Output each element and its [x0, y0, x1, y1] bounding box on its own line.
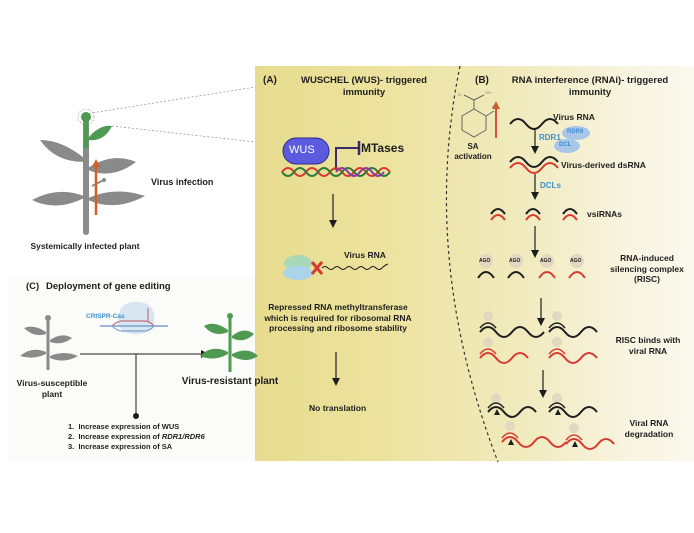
panel-ab-background [255, 66, 694, 461]
dsrna-icon [509, 156, 559, 174]
zoom-lines [84, 86, 256, 143]
infected-plant-label: Systemically infected plant [30, 241, 140, 251]
virus-rna-wave [509, 118, 559, 130]
resistant-plant-label: Virus-resistant plant [181, 376, 279, 387]
risc-binding-row [479, 311, 598, 364]
step-num: 2. [68, 432, 75, 441]
crispr-cas-label: CRISPR-Cas [86, 313, 125, 320]
step-text: Increase expression of SA [78, 442, 173, 451]
ago-label-1: AGO [479, 258, 491, 264]
ribosome-icon [283, 255, 313, 280]
resistant-plant-icon [200, 313, 258, 372]
sa-o-label: O [458, 92, 462, 97]
step-text: Increase expression of WUS [78, 422, 180, 431]
editing-branch-dot [133, 413, 139, 419]
sa-oh1-label: OH [485, 90, 491, 95]
susceptible-plant-icon [20, 315, 78, 370]
sa-oh2-label: OH [492, 104, 498, 109]
virus-rna-strand [321, 263, 389, 270]
wus-label: WUS [289, 144, 315, 156]
panel-a-letter: (A) [263, 75, 277, 86]
panel-a-description: Repressed RNA methyltransferase which is… [264, 302, 412, 333]
step-2: 2. Increase expression of RDR1/RDR6 [68, 432, 205, 442]
susceptible-plant-label: Virus-susceptible plant [16, 378, 88, 399]
dcls-label: DCLs [540, 181, 561, 190]
step-1: 1. Increase expression of WUS [68, 422, 205, 432]
dcl-enzyme-icon [554, 139, 580, 153]
degradation-label: Viral RNA degradation [624, 418, 674, 439]
ago-label-3: AGO [540, 258, 552, 264]
virus-rna-label-b: Virus RNA [553, 112, 595, 122]
virus-rna-label-a: Virus RNA [344, 250, 386, 260]
rdr1-label: RDR1 [539, 133, 561, 142]
block-x-icon [310, 261, 324, 275]
step-text: Increase expression of [78, 432, 162, 441]
step-italic: RDR1/RDR6 [161, 432, 205, 441]
risc-binds-label: RISC binds with viral RNA [615, 335, 681, 356]
salicylic-acid-icon [461, 94, 495, 138]
dcl-label: DCL [559, 142, 572, 148]
repression-bar-icon [335, 141, 361, 170]
panel-a-title: WUSCHEL (WUS)- triggered immunity [301, 75, 427, 98]
panel-c-letter: (C) [26, 281, 40, 292]
sa-activation-label: SA activation [454, 142, 492, 161]
step-3: 3. Increase expression of SA [68, 442, 205, 452]
ago-label-2: AGO [509, 258, 521, 264]
panel-b-title: RNA interference (RNAi)- triggered immun… [511, 75, 669, 98]
vsirnas-label: vsiRNAs [587, 209, 622, 219]
crispr-cas-icon [100, 301, 168, 335]
vsirna-icons [490, 208, 578, 221]
infected-plant-icon [32, 108, 145, 235]
risc-label: RNA-induced silencing complex (RISC) [610, 253, 684, 284]
panel-b-letter: (B) [475, 75, 489, 86]
degradation-row [487, 393, 615, 450]
step-num: 3. [68, 442, 75, 451]
rdr6-enzyme-icon [562, 126, 590, 140]
dna-helix-icon [281, 167, 391, 177]
wus-protein-icon [282, 137, 330, 165]
step-num: 1. [68, 422, 75, 431]
no-translation-label: No translation [309, 403, 367, 413]
panel-c-title: Deployment of gene editing [46, 281, 171, 292]
virus-infection-label: Virus infection [151, 177, 214, 187]
risc-row [477, 254, 586, 279]
ago-label-4: AGO [570, 258, 582, 264]
mtases-label: MTases [361, 141, 405, 155]
rdr6-label: RDR6 [567, 129, 584, 135]
dsrna-label: Virus-derived dsRNA [561, 160, 646, 170]
gene-editing-steps: 1. Increase expression of WUS 2. Increas… [68, 422, 205, 452]
